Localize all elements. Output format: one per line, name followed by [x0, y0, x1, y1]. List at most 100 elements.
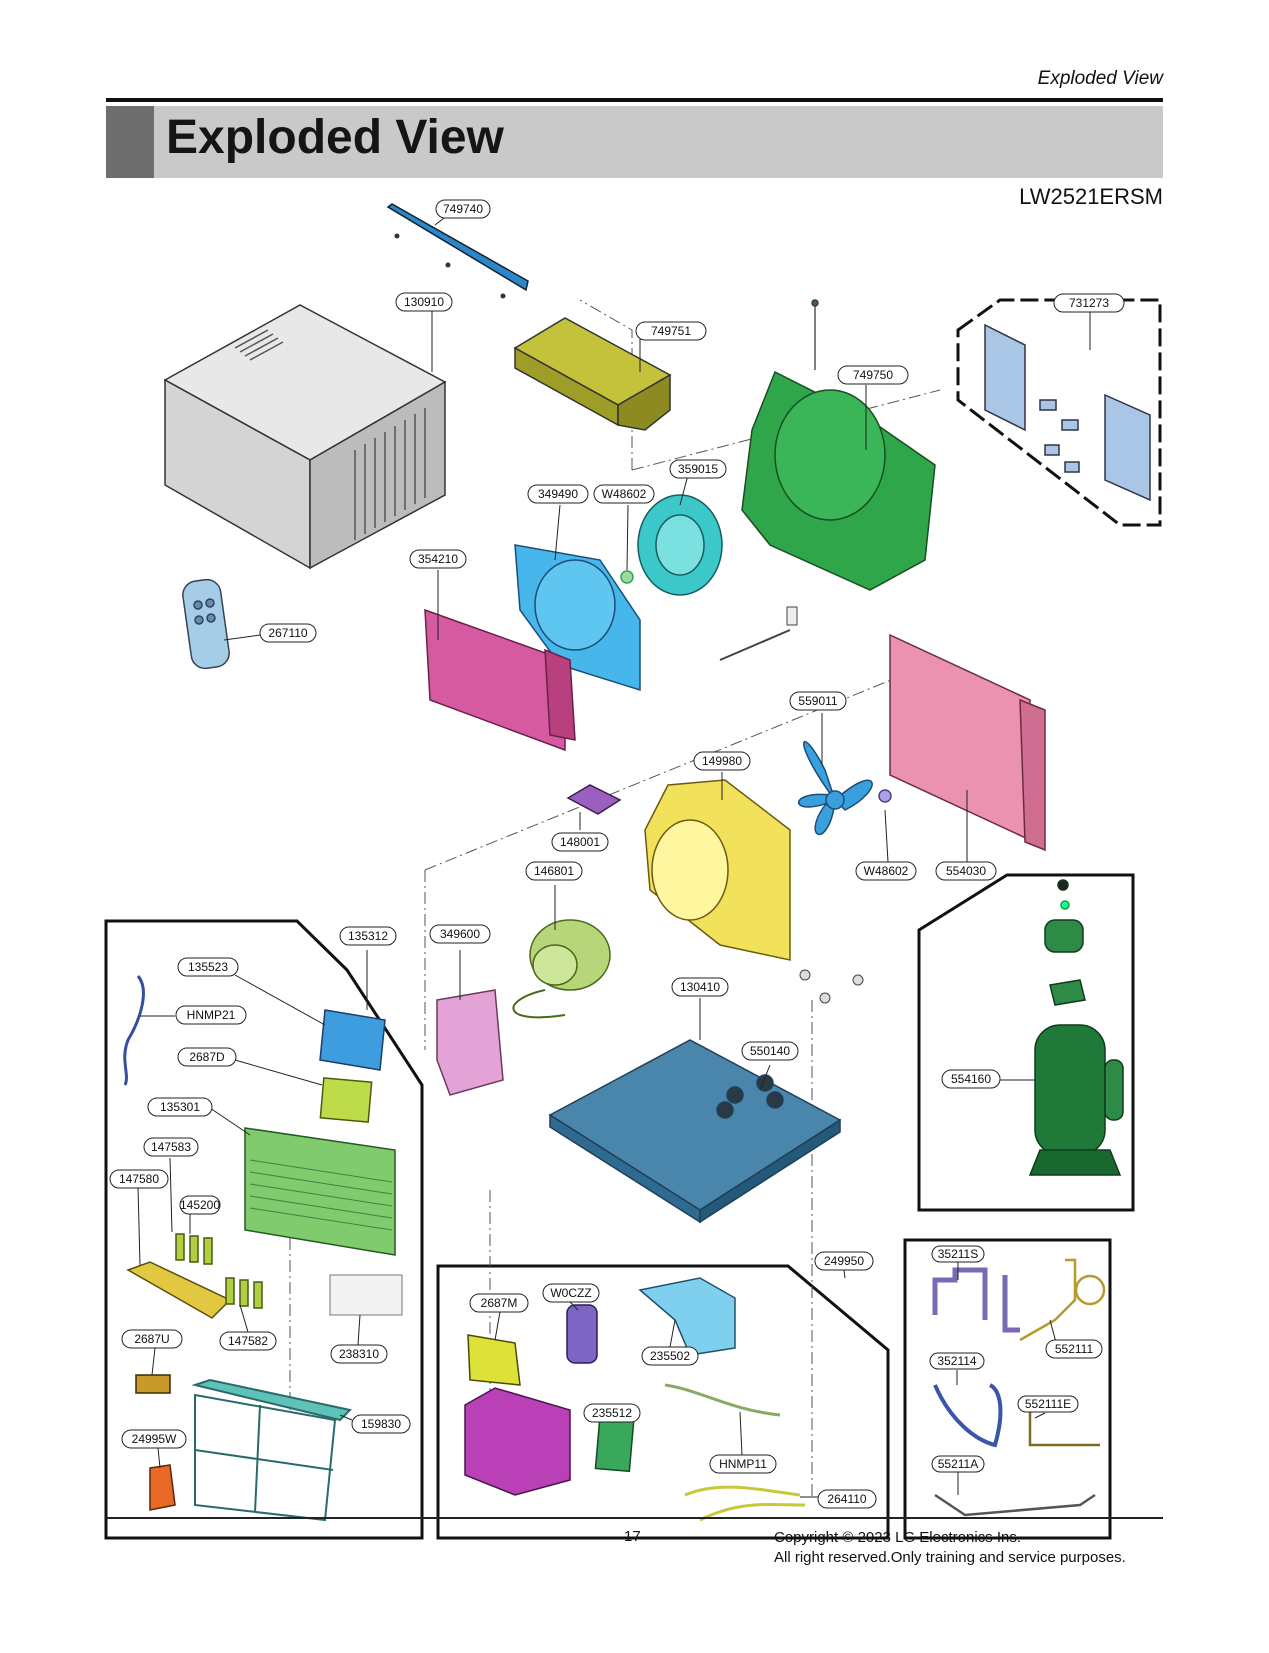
- callout-w0czz: W0CZZ: [542, 1283, 600, 1303]
- title-bar: Exploded View: [106, 106, 1163, 178]
- svg-text:130410: 130410: [680, 980, 720, 994]
- header-rule: [106, 98, 1163, 102]
- svg-text:130910: 130910: [404, 295, 444, 309]
- svg-text:147583: 147583: [151, 1140, 191, 1154]
- svg-text:W48602: W48602: [602, 487, 647, 501]
- part-pipe-55211a: [934, 1493, 1096, 1517]
- callout-354210: 354210: [409, 549, 467, 569]
- frame-brackets: [956, 298, 1162, 527]
- callout-146801: 146801: [525, 861, 583, 881]
- callout-749750: 749750: [837, 365, 909, 385]
- callout-149980: 149980: [693, 751, 751, 771]
- part-pipe-352114: [933, 1383, 1003, 1448]
- svg-text:2687U: 2687U: [134, 1332, 169, 1346]
- part-pcb-2687u: [135, 1374, 171, 1394]
- part-fan-559011: [798, 740, 873, 836]
- callout-731273: 731273: [1053, 293, 1125, 313]
- part-louvers-147583: [175, 1233, 213, 1265]
- svg-text:267110: 267110: [268, 626, 307, 640]
- part-compressor-554160: [1028, 879, 1124, 1176]
- svg-text:235512: 235512: [592, 1406, 632, 1420]
- part-condenser-554030: [889, 633, 1046, 852]
- svg-text:235502: 235502: [650, 1349, 690, 1363]
- part-screws: [799, 969, 864, 1004]
- svg-text:HNMP21: HNMP21: [187, 1008, 236, 1022]
- svg-text:559011: 559011: [798, 694, 837, 708]
- leader-lines: [137, 211, 1091, 1498]
- svg-text:W0CZZ: W0CZZ: [550, 1286, 591, 1300]
- copyright-line1: Copyright © 2023 LG Electronics Ins.: [774, 1529, 1022, 1546]
- part-louvers-147582: [225, 1277, 263, 1309]
- svg-text:238310: 238310: [339, 1347, 379, 1361]
- callout-130910: 130910: [395, 292, 453, 312]
- callout-552111: 552111: [1045, 1339, 1103, 1359]
- callout-35211s: 35211S: [931, 1245, 985, 1263]
- part-brackets-731273: [984, 323, 1151, 502]
- part-cabinet-130910: [163, 304, 447, 570]
- callout-147582: 147582: [219, 1331, 277, 1351]
- boundary-frames: [104, 298, 1162, 1540]
- svg-text:159830: 159830: [361, 1417, 401, 1431]
- svg-text:264110: 264110: [827, 1492, 866, 1506]
- svg-text:HNMP11: HNMP11: [719, 1457, 767, 1471]
- part-blower-359015: [637, 494, 723, 596]
- part-base-pan-130410: [548, 1039, 842, 1224]
- part-control-panel-238310: [329, 1274, 403, 1316]
- callout-749751: 749751: [635, 321, 707, 341]
- callout-147583: 147583: [143, 1137, 199, 1157]
- callout-249950: 249950: [814, 1251, 874, 1271]
- callout-130410: 130410: [671, 977, 729, 997]
- svg-text:554030: 554030: [946, 864, 986, 878]
- callout-554030: 554030: [935, 861, 997, 881]
- part-pcb-2687d: [319, 1077, 373, 1123]
- part-orifice-349490: [514, 544, 641, 692]
- part-evaporator-354210: [424, 608, 576, 752]
- callout-2687d: 2687D: [177, 1047, 237, 1067]
- callout-559011: 559011: [789, 691, 847, 711]
- callout-349490: 349490: [527, 484, 589, 504]
- callout-145200: 145200: [179, 1195, 221, 1215]
- page-number: 17: [624, 1528, 641, 1545]
- part-motor-146801: [512, 919, 611, 1019]
- callout-hnmp11: HNMP11: [709, 1454, 777, 1474]
- svg-text:731273: 731273: [1069, 296, 1109, 310]
- part-pipe-552111e: [1028, 1410, 1100, 1447]
- part-washer-w48602-top: [620, 570, 634, 584]
- svg-text:249950: 249950: [824, 1254, 864, 1268]
- model-number: LW2521ERSM: [1019, 184, 1163, 209]
- part-sensor-24995w: [149, 1464, 176, 1511]
- svg-text:W48602: W48602: [864, 864, 909, 878]
- part-harness-264110: [684, 1485, 806, 1522]
- part-remote-267110: [182, 578, 230, 670]
- callout-238310: 238310: [330, 1344, 388, 1364]
- frame-electrical: [436, 1264, 890, 1540]
- part-rail-749740: [386, 203, 529, 299]
- callout-labels: 749740 130910 749751 749750 731273 35901…: [109, 199, 1125, 1509]
- callout-w48602-fan: W48602: [855, 861, 917, 881]
- callout-147580: 147580: [109, 1169, 169, 1189]
- svg-text:146801: 146801: [534, 864, 574, 878]
- svg-text:147582: 147582: [228, 1334, 268, 1348]
- part-pipe-35211s: [932, 1267, 1020, 1333]
- callout-148001: 148001: [551, 832, 609, 852]
- svg-text:749751: 749751: [651, 324, 691, 338]
- callout-352114: 352114: [929, 1352, 985, 1370]
- page-title: Exploded View: [166, 111, 504, 164]
- svg-text:147580: 147580: [119, 1172, 159, 1186]
- part-rod: [719, 606, 798, 661]
- part-front-grille-135301: [244, 1127, 396, 1256]
- part-pad-148001: [566, 784, 622, 815]
- footer-rule: [106, 1517, 1163, 1519]
- part-shroud-749750: [741, 299, 936, 591]
- part-capacitor-w0czz: [566, 1304, 598, 1364]
- svg-text:135301: 135301: [160, 1100, 200, 1114]
- callout-w48602-top: W48602: [593, 484, 655, 504]
- svg-text:24995W: 24995W: [132, 1432, 177, 1446]
- svg-text:135523: 135523: [188, 960, 228, 974]
- svg-text:749740: 749740: [443, 202, 483, 216]
- svg-text:55211A: 55211A: [938, 1457, 978, 1471]
- part-control-box-249950: [464, 1387, 571, 1496]
- part-washer-w48602-fan: [878, 789, 892, 803]
- copyright: Copyright © 2023 LG Electronics Ins. All…: [774, 1528, 1126, 1568]
